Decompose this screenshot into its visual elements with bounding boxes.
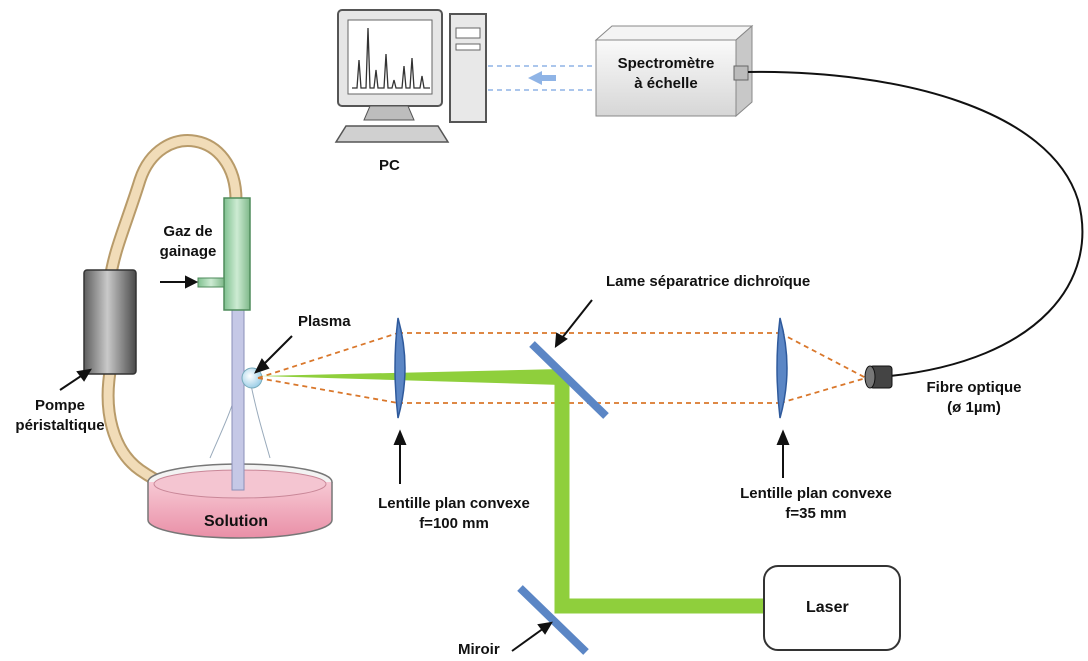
capillary xyxy=(231,309,245,491)
lens1-label: Lentille plan convexe f=100 mm xyxy=(364,494,544,533)
spectrometer xyxy=(594,24,754,118)
arrow-pump xyxy=(59,373,85,391)
arrow-gaz-icon xyxy=(185,275,199,289)
plasma-label: Plasma xyxy=(298,313,351,330)
pompe-label-line2: péristaltique xyxy=(15,416,105,434)
laser-box xyxy=(763,565,901,651)
lens1-label-line1: Lentille plan convexe xyxy=(378,495,530,512)
pc-stand xyxy=(363,105,415,121)
torch xyxy=(197,197,271,491)
arrow-pump-icon xyxy=(76,368,92,382)
gaz-label-line2: gainage xyxy=(159,242,217,260)
arrow-lens1-icon xyxy=(393,429,407,445)
pc-drive-2 xyxy=(455,43,481,51)
pompe-label-line1: Pompe xyxy=(34,397,85,414)
lens2-label: Lentille plan convexe f=35 mm xyxy=(726,484,906,523)
miroir-label: Miroir xyxy=(458,641,500,658)
fibre-label-line1: Fibre optique xyxy=(926,379,1022,396)
laser-beam xyxy=(260,369,764,614)
lens2-label-line2: f=35 mm xyxy=(785,504,847,522)
mirror xyxy=(517,585,589,655)
spectrometer-label-line1: Spectromètre xyxy=(617,55,715,72)
fibre-head xyxy=(864,365,893,389)
lens2-label-line1: Lentille plan convexe xyxy=(740,485,892,502)
fibre-label-line2: (ø 1µm) xyxy=(947,398,1001,416)
data-link xyxy=(488,65,596,91)
pompe-label: Pompe péristaltique xyxy=(8,396,112,435)
pc-label: PC xyxy=(379,157,400,174)
laser-label: Laser xyxy=(806,599,849,616)
annotation-arrows xyxy=(59,275,790,652)
arrow-lens2-icon xyxy=(776,429,790,445)
fibre-label: Fibre optique (ø 1µm) xyxy=(914,378,1034,417)
lens-f100 xyxy=(394,317,406,419)
peristaltic-pump xyxy=(83,269,137,375)
fibre-cable xyxy=(747,70,1084,377)
lens1-label-line2: f=100 mm xyxy=(419,514,489,532)
spectrum-trace xyxy=(352,27,430,89)
pc-keyboard xyxy=(334,125,450,143)
lame-label: Lame séparatrice dichroïque xyxy=(606,273,811,290)
spectrometer-label: Spectromètre à échelle xyxy=(596,54,736,93)
torch-body xyxy=(223,197,251,311)
arrow-plasma-icon xyxy=(254,358,270,374)
arrow-plasma xyxy=(261,335,293,367)
pc-screen xyxy=(347,19,433,95)
dichroic-splitter xyxy=(529,341,609,419)
pc-drive xyxy=(455,27,481,39)
arrow-lame-icon xyxy=(554,332,568,349)
spectrometer-label-line2: à échelle xyxy=(634,74,698,92)
lens-f35 xyxy=(776,317,788,419)
spectrometer-port xyxy=(733,65,749,81)
arrow-miroir-icon xyxy=(537,621,553,635)
solution-label: Solution xyxy=(204,513,268,530)
pc xyxy=(334,9,487,143)
gaz-label-line1: Gaz de xyxy=(163,223,213,240)
gaz-label: Gaz de gainage xyxy=(152,222,224,261)
data-arrow-icon xyxy=(528,71,556,85)
arrow-miroir xyxy=(511,627,545,652)
gas-inlet xyxy=(197,277,225,288)
arrow-lame xyxy=(561,299,593,339)
